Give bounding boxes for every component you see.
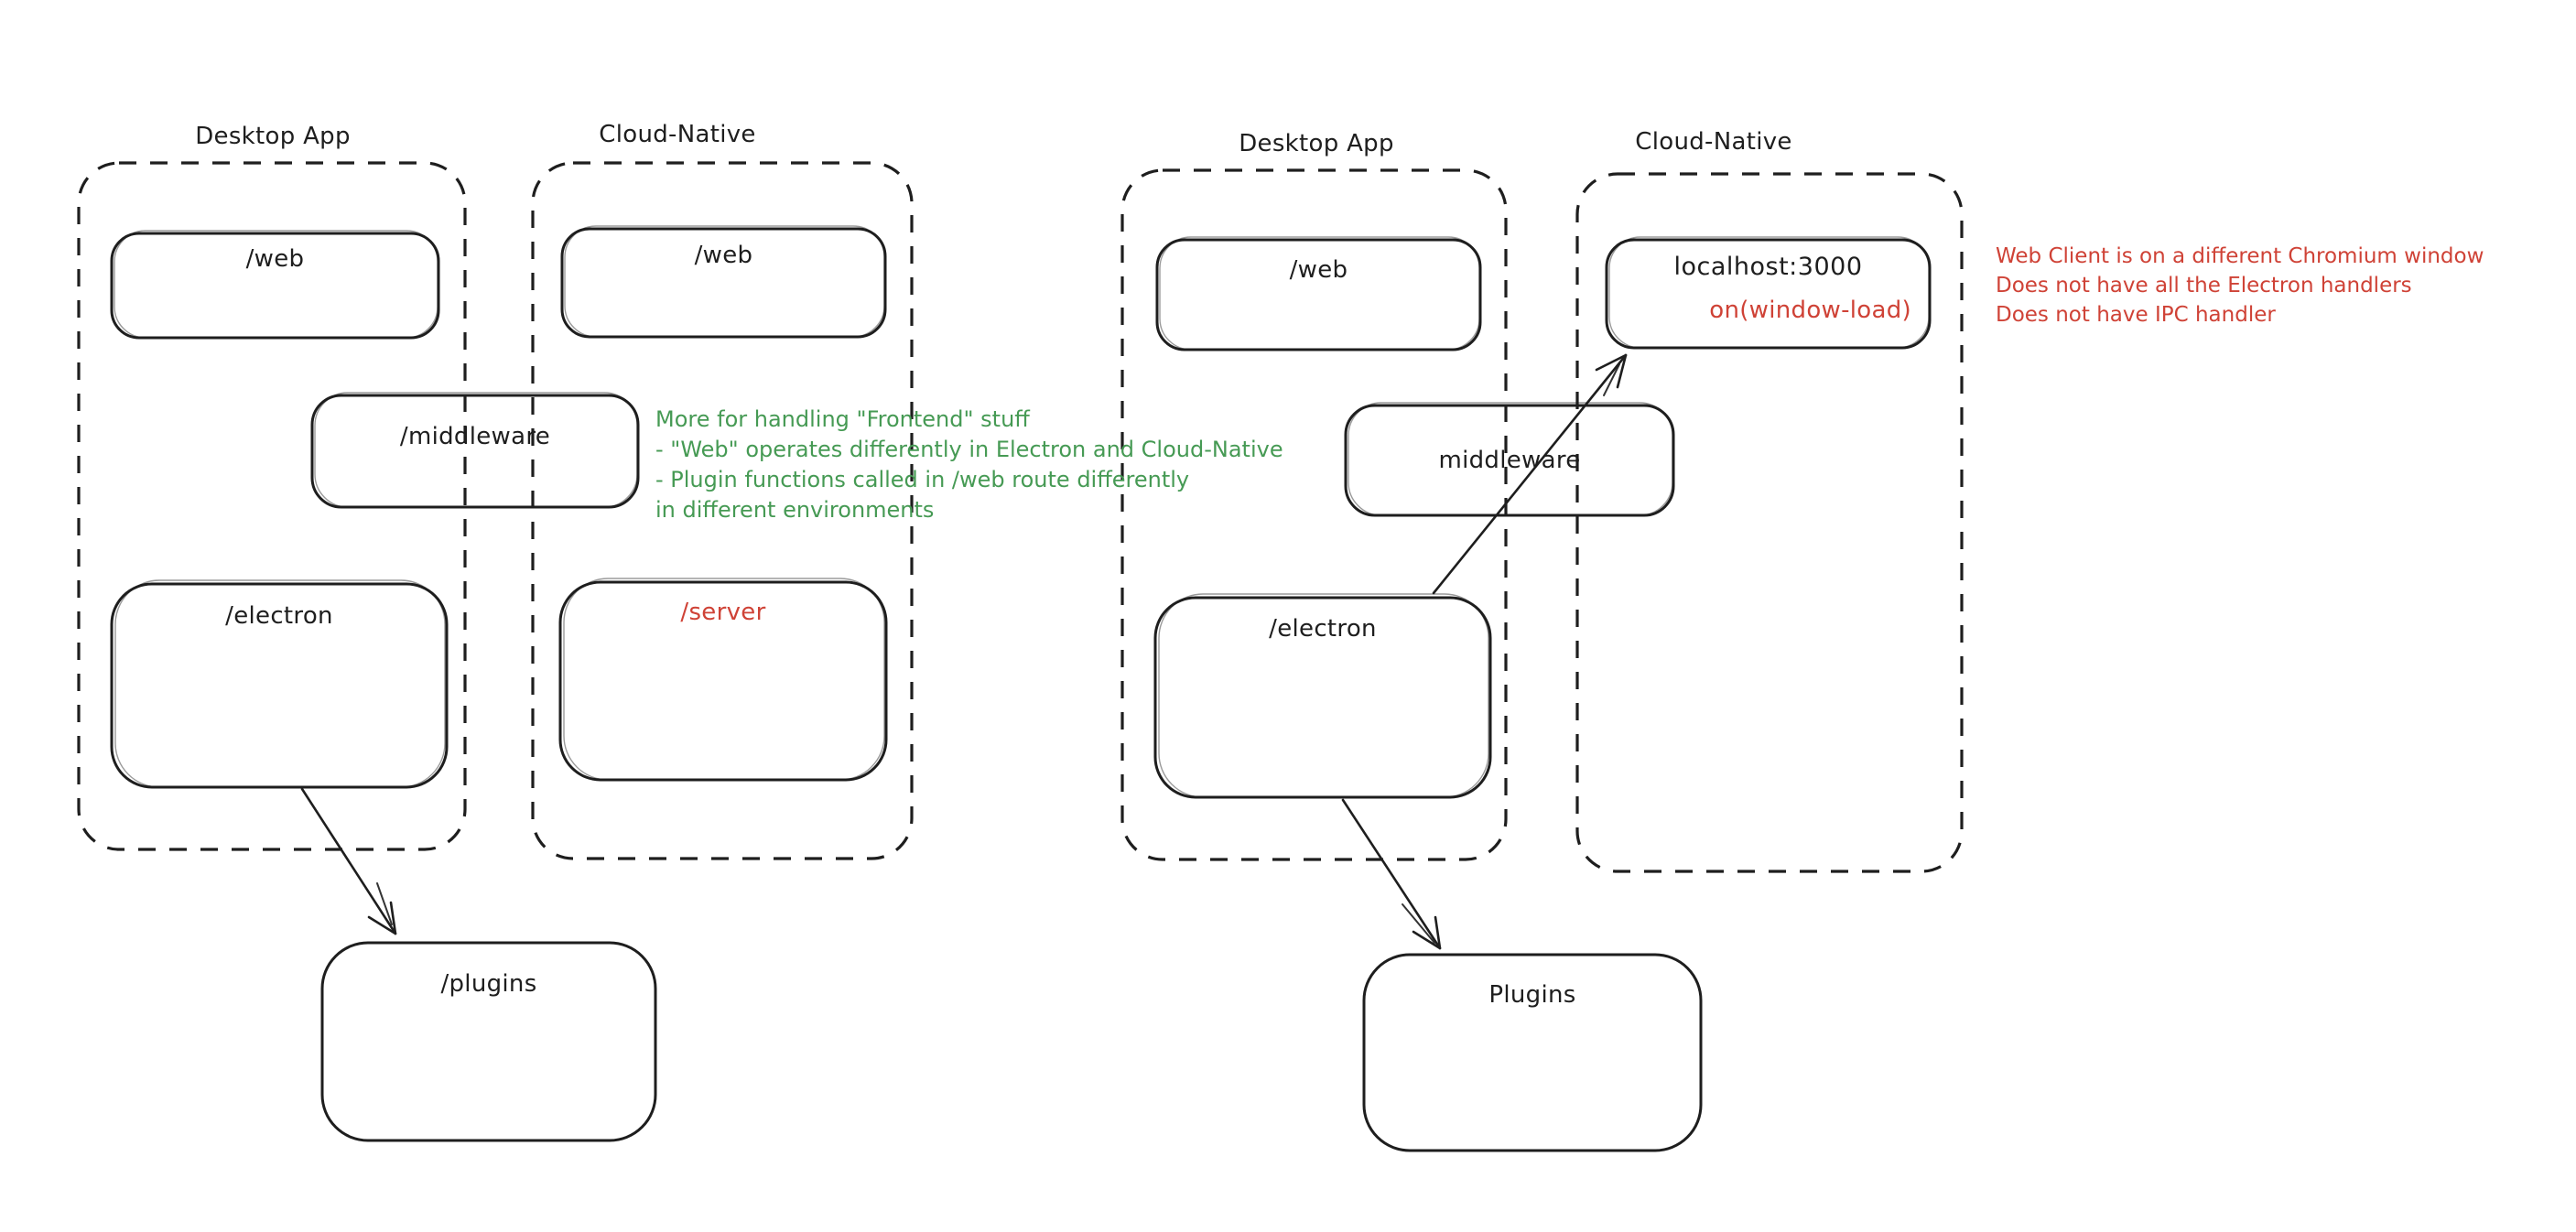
arrow-stroke-echo [1402, 903, 1435, 944]
label-localhost-3000: localhost:3000 [1673, 253, 1863, 281]
box-web-cloud-left-echo [564, 225, 885, 338]
box-server-left[interactable] [558, 580, 888, 782]
arrow-head [1412, 915, 1442, 950]
box-electron-right[interactable] [1153, 596, 1492, 799]
arrow-stroke [1341, 798, 1442, 950]
red-note-line: Web Client is on a different Chromium wi… [1996, 244, 2484, 268]
red-note-line: Does not have all the Electron handlers [1996, 274, 2412, 297]
box-middleware-left[interactable] [310, 394, 640, 509]
arrow-head [367, 901, 397, 935]
green-note-line: - "Web" operates differently in Electron… [655, 437, 1283, 462]
label-middleware-right: middleware [1438, 447, 1581, 474]
container-desktop-app-left[interactable] [77, 161, 467, 851]
label-on-window-load: on(window-load) [1709, 297, 1911, 324]
red-note-line: Does not have IPC handler [1996, 303, 2276, 327]
arrow-electron-to-plugins-left[interactable] [300, 787, 397, 935]
box-plugins-left[interactable] [320, 941, 657, 1142]
title-cloud-native-left[interactable]: Cloud-Native [599, 121, 756, 148]
box-web-desktop-left[interactable] [110, 232, 440, 340]
arrow-stroke [300, 787, 397, 935]
box-middleware-right-echo [1348, 402, 1673, 516]
label-web-desktop-left: /web [245, 245, 305, 273]
container-cloud-native-right[interactable] [1575, 172, 1964, 873]
label-server-left: /server [680, 599, 766, 626]
title-desktop-app-left[interactable]: Desktop App [195, 123, 351, 150]
label-plugins-left: /plugins [440, 970, 537, 998]
box-electron-left-echo [114, 579, 446, 788]
green-note-line: in different environments [655, 497, 935, 523]
box-web-cloud-left[interactable] [560, 227, 887, 339]
label-plugins-right: Plugins [1488, 981, 1576, 1009]
arrow-head [1595, 353, 1628, 389]
box-middleware-left-echo [314, 392, 638, 508]
label-web-desktop-right: /web [1289, 256, 1348, 284]
green-note-line: - Plugin functions called in /web route … [655, 467, 1190, 492]
box-plugins-right[interactable] [1362, 953, 1703, 1152]
title-desktop-app-right[interactable]: Desktop App [1239, 130, 1394, 157]
box-localhost-3000-echo [1608, 236, 1930, 349]
arrow-electron-to-plugins-right[interactable] [1341, 798, 1442, 950]
label-electron-left: /electron [225, 602, 333, 630]
box-electron-left[interactable] [110, 582, 449, 789]
title-cloud-native-right[interactable]: Cloud-Native [1635, 128, 1792, 156]
arrow-stroke-echo [1603, 363, 1620, 396]
label-middleware-left: /middleware [399, 423, 551, 450]
box-server-left-echo [563, 578, 885, 781]
box-middleware-right[interactable] [1344, 404, 1675, 517]
box-electron-right-echo [1158, 593, 1489, 798]
arrow-stroke-echo [376, 882, 393, 925]
box-web-desktop-right-echo [1159, 236, 1480, 351]
arrow-stroke [1432, 353, 1628, 595]
red-note[interactable]: Web Client is on a different Chromium wi… [1996, 242, 2484, 330]
box-localhost-3000[interactable] [1605, 238, 1932, 350]
box-web-desktop-left-echo [114, 230, 438, 339]
label-web-cloud-left: /web [694, 242, 753, 269]
arrow-electron-to-localhost[interactable] [1432, 353, 1628, 595]
box-web-desktop-right[interactable] [1155, 238, 1482, 351]
container-cloud-native-left[interactable] [531, 161, 914, 860]
green-note-line: More for handling "Frontend" stuff [655, 406, 1030, 432]
green-note[interactable]: More for handling "Frontend" stuff - "We… [655, 405, 1283, 525]
label-electron-right: /electron [1269, 615, 1377, 643]
